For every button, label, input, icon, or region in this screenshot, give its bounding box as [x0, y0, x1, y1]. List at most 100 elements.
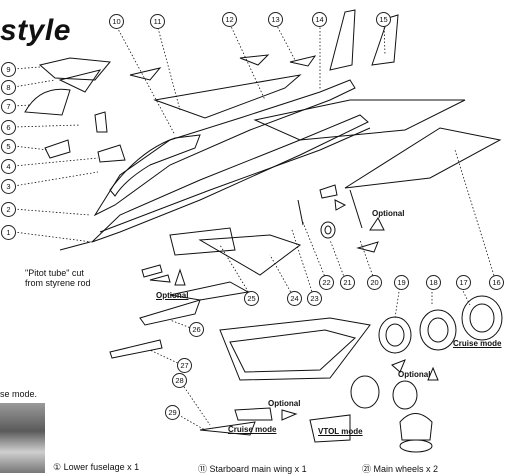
- callout-21: 21: [340, 275, 355, 290]
- callout-15: 15: [376, 12, 391, 27]
- callout-12: 12: [222, 12, 237, 27]
- landing-gear-door: [319, 184, 338, 199]
- canard-right: [239, 54, 270, 66]
- fuselage-side: [99, 127, 371, 233]
- canard-left: [129, 67, 162, 81]
- callout-9: 9: [1, 62, 16, 77]
- callout-18: 18: [426, 275, 441, 290]
- cruise-panel: [234, 407, 273, 421]
- starboard-main-wing: [153, 74, 302, 119]
- mode-note: se mode.: [0, 389, 38, 399]
- callout-20: 20: [367, 275, 382, 290]
- arrow-5: [281, 409, 298, 421]
- parts-list-item-11: ⑪ Starboard main wing x 1: [198, 462, 307, 475]
- callout-25: 25: [244, 291, 259, 306]
- small-piece-b: [149, 274, 171, 283]
- callout-7: 7: [1, 99, 16, 114]
- vtol-panel: [309, 414, 351, 443]
- canopy-7: [24, 88, 71, 116]
- intake-piece-9: [38, 57, 111, 81]
- arrow-2: [369, 217, 385, 231]
- lower-fuselage: [91, 114, 369, 243]
- vtol-mode-label: VTOL mode: [318, 427, 363, 436]
- parts-list-item-1: ① Lower fuselage x 1: [53, 462, 139, 473]
- optional-label-lower: Optional: [268, 399, 301, 408]
- canopy-frame: [109, 134, 201, 197]
- callout-ref-11: ⑪: [198, 464, 208, 474]
- callout-8: 8: [1, 80, 16, 95]
- parts-list-text-21: Main wheels x 2: [373, 464, 439, 474]
- callout-5: 5: [1, 139, 16, 154]
- pitot-tube: [59, 241, 91, 251]
- seat: [94, 111, 108, 133]
- vtol-nozzle-base: [399, 439, 433, 453]
- exhaust-ring-18: [419, 309, 457, 351]
- callout-ref-1: ①: [53, 462, 62, 472]
- callout-28: 28: [172, 373, 187, 388]
- main-wheel: [320, 221, 336, 239]
- engine-nacelle: [219, 317, 371, 381]
- arrow-3: [391, 359, 406, 373]
- callout-ref-21: ㉑: [362, 464, 372, 474]
- exhaust-ring-low-1: [350, 375, 380, 409]
- callout-23: 23: [307, 291, 322, 306]
- small-piece-a: [141, 264, 163, 278]
- callout-24: 24: [287, 291, 302, 306]
- arrow-4: [427, 366, 439, 381]
- upper-fuselage: [93, 79, 356, 217]
- parts-list-item-21: ㉑ Main wheels x 2: [362, 462, 438, 475]
- callout-29: 29: [165, 405, 180, 420]
- callout-14: 14: [312, 12, 327, 27]
- optional-label-gear: Optional: [372, 209, 405, 218]
- callout-13: 13: [268, 12, 283, 27]
- port-main-wing: [344, 127, 502, 189]
- exhaust-ring-19: [378, 316, 412, 354]
- callout-17: 17: [456, 275, 471, 290]
- optional-label-cruise-pieces: Optional: [156, 291, 189, 300]
- optional-label-exhaust: Optional: [398, 370, 431, 379]
- intake-duct: [198, 234, 302, 276]
- callout-3: 3: [1, 179, 16, 194]
- starboard-vertical-fin: [371, 14, 399, 66]
- cruise-piece-27: [109, 339, 163, 359]
- instrument-panel-5: [44, 139, 71, 159]
- callout-22: 22: [319, 275, 334, 290]
- engine-nacelle-inner: [229, 329, 357, 373]
- page-title: style: [0, 14, 71, 47]
- parts-list-text-1: Lower fuselage x 1: [63, 462, 140, 472]
- cruise-mode-label-lower: Cruise mode: [228, 425, 277, 434]
- cruise-piece-26: [139, 299, 201, 326]
- callout-27: 27: [177, 358, 192, 373]
- callout-2: 2: [1, 202, 16, 217]
- pitot-note-line-2: from styrene rod: [25, 278, 91, 288]
- exhaust-ring-low-2: [392, 380, 418, 410]
- tailplane: [253, 99, 466, 141]
- callout-10: 10: [109, 14, 124, 29]
- pitot-note: "Pitot tube" cut from styrene rod: [25, 268, 91, 288]
- callout-11: 11: [150, 14, 165, 29]
- arrow-6: [334, 199, 347, 211]
- landing-gear-strut-20: [349, 189, 363, 229]
- parts-list-text-11: Starboard main wing x 1: [209, 464, 307, 474]
- model-photo: [0, 403, 45, 473]
- callout-16: 16: [489, 275, 504, 290]
- callout-1: 1: [1, 225, 16, 240]
- callout-26: 26: [189, 322, 204, 337]
- stabilizer-piece: [289, 55, 317, 67]
- pitot-note-line-1: "Pitot tube" cut: [25, 268, 84, 278]
- vtol-nozzle: [399, 413, 433, 441]
- callout-6: 6: [1, 120, 16, 135]
- callout-19: 19: [394, 275, 409, 290]
- optional-gear: [356, 241, 379, 253]
- cruise-flap-29: [199, 421, 256, 436]
- landing-gear-strut-22: [297, 199, 304, 226]
- callout-4: 4: [1, 159, 16, 174]
- bulkhead-4: [97, 144, 126, 163]
- intake-piece-8: [58, 69, 102, 93]
- cruise-mode-label-exhaust: Cruise mode: [453, 339, 502, 348]
- ventral-plate: [169, 227, 236, 256]
- arrow-1: [174, 268, 186, 286]
- port-vertical-fin: [329, 9, 356, 71]
